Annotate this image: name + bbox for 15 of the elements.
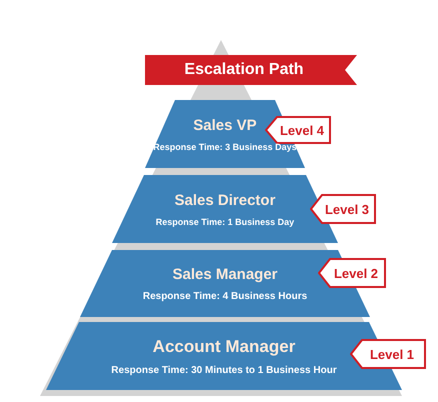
- tier-title: Sales VP: [193, 116, 257, 134]
- response-time-text: Response Time: 30 Minutes to 1 Business Hour: [111, 364, 337, 376]
- response-time-text: Response Time: 1 Business Day: [156, 216, 294, 226]
- level-tag: Level 1: [350, 339, 426, 369]
- level-tag: Level 4: [265, 116, 331, 144]
- tier-title: Sales Director: [174, 192, 276, 208]
- level-tag: Level 3: [310, 194, 376, 224]
- tier-title: Sales Manager: [172, 266, 278, 282]
- pyramid-tier: [80, 250, 370, 317]
- level-tag: Level 2: [318, 258, 386, 288]
- response-time-text: Response Time: 3 Business Days: [153, 142, 297, 152]
- tier-title: Account Manager: [152, 336, 296, 356]
- pyramid-tier: [46, 322, 402, 390]
- response-time-text: Response Time: 4 Business Hours: [142, 290, 308, 302]
- title-banner: Escalation Path: [145, 55, 357, 85]
